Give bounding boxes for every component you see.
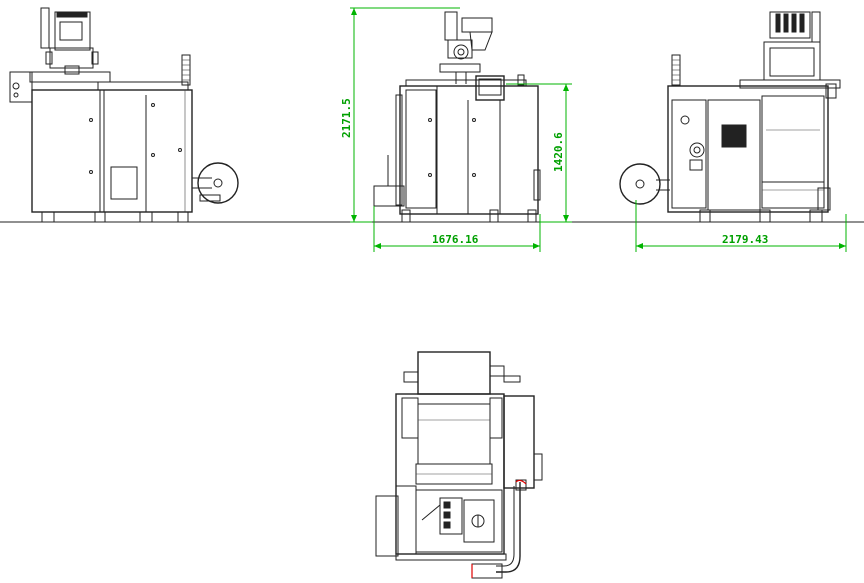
left-side-view [9, 7, 239, 223]
front-view [373, 11, 541, 223]
body-height-label: 1420.6 [552, 132, 565, 172]
side-dimensions [635, 200, 847, 252]
side-width-label: 2179.43 [722, 233, 768, 246]
plan-view [375, 351, 543, 579]
front-width-label: 1676.16 [432, 233, 479, 246]
right-back-view [619, 11, 841, 223]
overall-height-label: 2171.5 [340, 98, 353, 138]
front-dimensions [350, 7, 572, 252]
